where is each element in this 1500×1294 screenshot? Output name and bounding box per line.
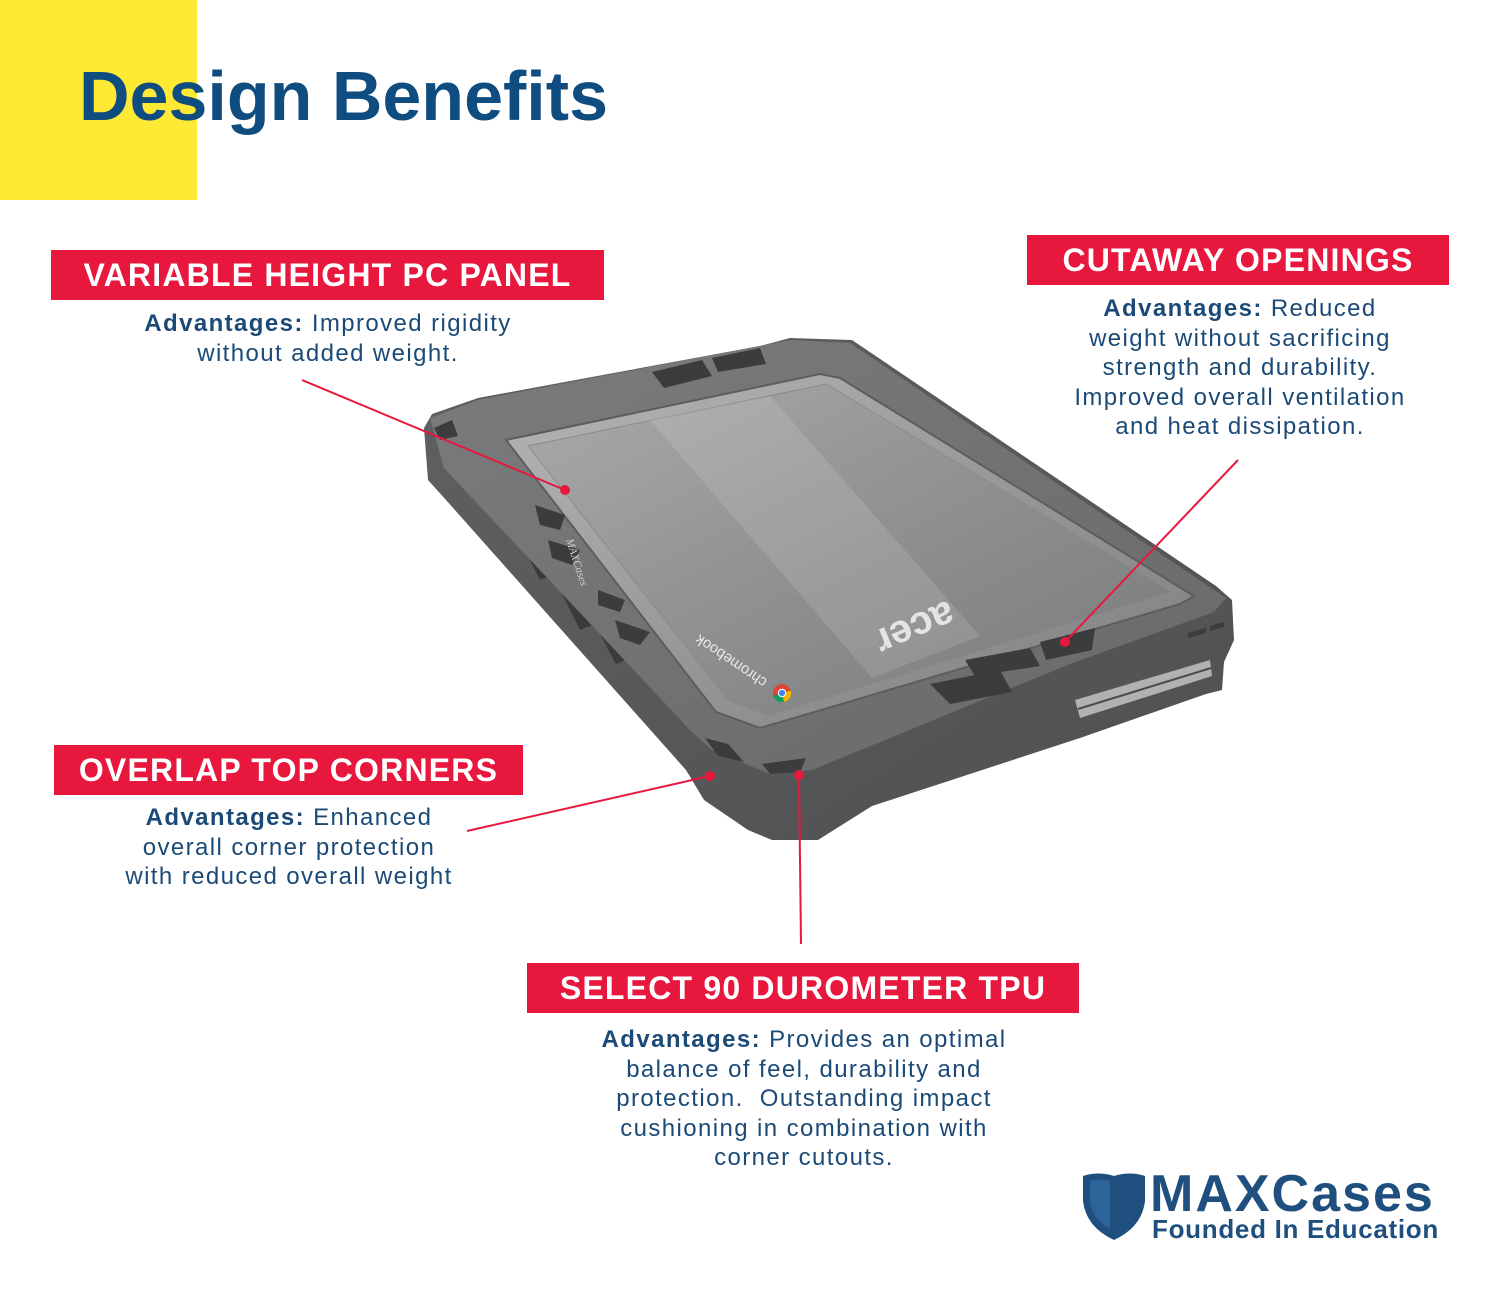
description-line: without added weight. (197, 339, 459, 367)
advantages-label: Advantages: (145, 804, 306, 831)
description-line: Advantages: Enhanced (79, 803, 499, 833)
advantages-label: Advantages: (144, 310, 304, 337)
description-line: with reduced overall weight (125, 863, 453, 890)
description-line: weight without sacrificing (1089, 324, 1391, 352)
callout-description-corners: Advantages: Enhanced overall corner prot… (79, 803, 499, 892)
callout-dot-cutaway (1060, 637, 1070, 647)
description-line: and heat dissipation. (1115, 413, 1365, 440)
callout-description-cutaway: Advantages: Reduced weight without sacri… (1030, 294, 1450, 442)
callout-description-pc-panel: Advantages: Improved rigidity without ad… (108, 309, 548, 368)
raised-panel-area (527, 383, 1174, 717)
description-text: Improved rigidity (311, 310, 512, 337)
page-title: Design Benefits (79, 57, 608, 135)
callout-line-corners (466, 775, 711, 832)
description-line: strength and durability. (1102, 354, 1378, 381)
callout-dot-tpu (794, 770, 804, 780)
panel-sheen (650, 396, 980, 678)
vent-cutout (652, 360, 712, 388)
description-line: overall corner protection (142, 833, 436, 861)
description-line: Improved overall ventilation (1074, 383, 1406, 411)
yellow-accent-block (0, 0, 197, 200)
callout-line-pc-panel (301, 379, 566, 491)
vent-cutout (965, 648, 1040, 676)
callout-heading-tpu: SELECT 90 DUROMETER TPU (527, 963, 1079, 1013)
description-line: corner cutouts. (714, 1144, 894, 1171)
brand-name: MAXCases (1150, 1165, 1435, 1223)
vent-cutout (535, 505, 565, 530)
corner-vent (705, 738, 744, 762)
callout-line-cutaway (1064, 459, 1239, 643)
description-text: Enhanced (313, 804, 433, 831)
corner-vent (762, 758, 806, 774)
description-text: Reduced (1270, 295, 1377, 322)
corner-vent (1210, 622, 1224, 631)
advantages-label: Advantages: (601, 1026, 761, 1053)
callout-line-tpu (798, 774, 802, 945)
callout-dot-pc-panel (560, 485, 570, 495)
brand-tagline: Founded In Education (1152, 1214, 1439, 1244)
vent-cutout (930, 670, 1012, 704)
description-line: Advantages: Reduced (1030, 294, 1450, 324)
description-text: Provides an optimal (769, 1026, 1007, 1053)
vent-cutout (712, 348, 766, 372)
callout-heading-cutaway: CUTAWAY OPENINGS (1027, 235, 1449, 285)
description-line: protection. Outstanding impact (616, 1085, 992, 1112)
description-line: Advantages: Provides an optimal (584, 1025, 1024, 1055)
vent-cutout (434, 420, 458, 440)
laptop-edge-line (1077, 667, 1212, 710)
description-line: Advantages: Improved rigidity (108, 309, 548, 339)
advantages-label: Advantages: (1103, 295, 1263, 322)
vent-cutout (598, 590, 625, 612)
callout-dot-corners (705, 771, 715, 781)
description-line: cushioning in combination with (620, 1114, 988, 1142)
corner-vent (1188, 628, 1206, 638)
callout-heading-pc-panel: VARIABLE HEIGHT PC PANEL (51, 250, 604, 300)
shield-icon (1083, 1173, 1145, 1240)
callout-heading-corners: OVERLAP TOP CORNERS (54, 745, 523, 795)
callout-description-tpu: Advantages: Provides an optimal balance … (584, 1025, 1024, 1173)
vent-cutout (615, 620, 650, 645)
chrome-logo-icon (773, 684, 792, 703)
description-line: balance of feel, durability and (626, 1055, 982, 1083)
vent-cutout (548, 540, 580, 565)
